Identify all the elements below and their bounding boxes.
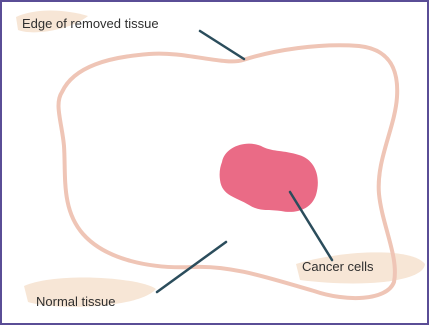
label-edge-of-removed-tissue: Edge of removed tissue xyxy=(22,17,159,30)
edge-leader-line xyxy=(200,31,244,59)
label-normal-tissue: Normal tissue xyxy=(36,295,115,308)
cancer-cells-region xyxy=(220,144,318,212)
label-cancer-cells: Cancer cells xyxy=(302,260,374,273)
tissue-diagram xyxy=(2,2,427,323)
